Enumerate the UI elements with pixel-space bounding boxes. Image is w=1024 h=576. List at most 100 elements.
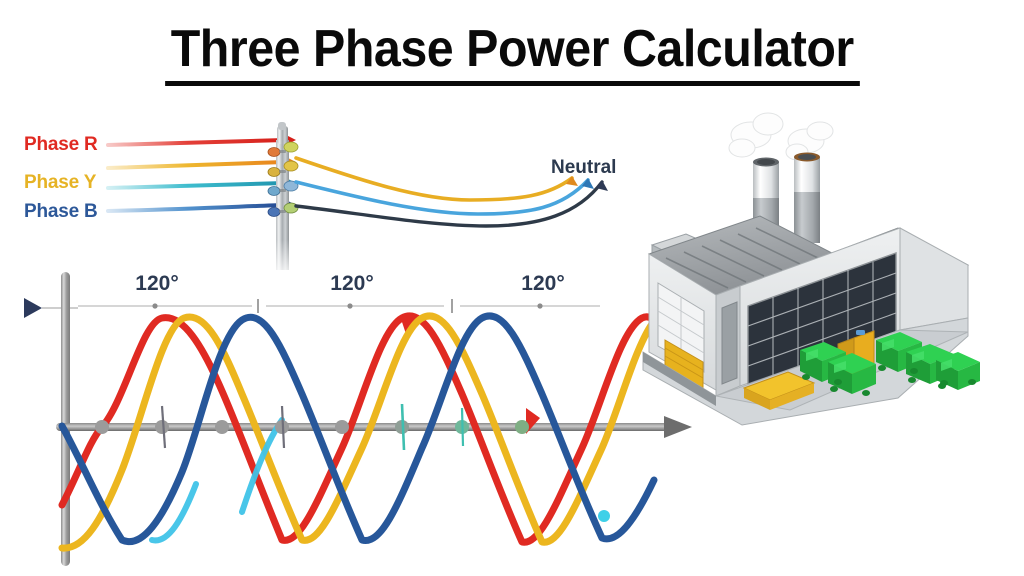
phase-b-label: Phase B (24, 201, 98, 222)
wire-out-yellow (294, 156, 574, 202)
crate-pallet (742, 371, 816, 401)
truck (876, 332, 922, 351)
wave-accent-cyan-1 (149, 481, 199, 544)
utility-pole (267, 122, 299, 280)
angle-bar-dot-2 (537, 303, 543, 309)
truck-wheels (802, 365, 976, 396)
front-facade (739, 227, 901, 387)
zero-node (395, 420, 409, 434)
front-wall-strip (715, 285, 741, 397)
truck (828, 353, 876, 374)
wave-r-arrow-2 (526, 408, 540, 434)
crate-pallet-side (744, 388, 770, 410)
wave-phase-y (58, 312, 656, 552)
wave-phase-b (58, 312, 658, 546)
smoke-icon (728, 112, 834, 161)
roof-right (830, 227, 970, 293)
axes-group (24, 272, 692, 566)
wire-phase-r (106, 138, 287, 147)
glass-garage-door (747, 252, 897, 385)
angle-label-0: 120° (135, 272, 179, 295)
left-door (657, 282, 705, 373)
angle-measure-group (78, 299, 600, 313)
overhead-line-group (106, 122, 608, 280)
factory-building (642, 112, 980, 426)
neutral-label: Neutral (551, 157, 617, 178)
horizontal-axis (56, 423, 670, 431)
roof-front-left (716, 253, 832, 305)
node-whisker (280, 405, 286, 449)
left-door-panes (657, 296, 705, 359)
glass-mullions (747, 262, 897, 375)
wave-accent-cyan-dot (598, 510, 610, 522)
wire-arrow-y (284, 156, 296, 168)
truck-body (828, 362, 852, 394)
crate-left-lines (664, 347, 704, 379)
wire-arrow-r (284, 134, 296, 146)
smokestack (753, 157, 779, 252)
truck-body-2 (852, 364, 876, 394)
angle-label-2: 120° (521, 272, 565, 295)
page-title: Three Phase Power Calculator (164, 21, 860, 87)
wave-phase-r (58, 312, 666, 546)
roof-vent-side (651, 244, 669, 265)
truck-body-2 (898, 342, 922, 372)
wire-out-dark (294, 180, 604, 228)
angle-bar-dot-0 (152, 303, 158, 309)
neutral-arrow-lightblue (582, 178, 594, 189)
neutral-arrow-dark (596, 180, 608, 191)
roof-front-right (832, 253, 900, 300)
zero-node (275, 420, 289, 434)
pole-insulators (267, 141, 299, 217)
title-block: Three Phase Power Calculator (0, 21, 1024, 87)
truck-body-2 (930, 354, 954, 384)
roof-seams (665, 227, 941, 289)
wire-arrow-b (284, 199, 296, 211)
truck (800, 342, 846, 361)
wire-phase-y (106, 160, 287, 170)
zero-node (215, 420, 229, 434)
zero-node (515, 420, 529, 434)
phase-y-label: Phase Y (24, 172, 97, 193)
ground-slab (642, 317, 969, 426)
zero-node (95, 420, 109, 434)
wire-phase-teal (106, 181, 287, 190)
truck-body-2 (958, 362, 980, 390)
truck-body (936, 360, 958, 390)
truck-body (876, 340, 898, 372)
angle-label-1: 120° (330, 272, 374, 295)
zero-node (455, 420, 469, 434)
crate-pallet-side2 (770, 383, 814, 410)
wave-r-arrow (400, 316, 418, 334)
zero-node (335, 420, 349, 434)
wave-accent-cyan-2 (239, 417, 285, 515)
wire-arrow-teal (284, 177, 296, 189)
angle-bar-dot-1 (347, 303, 353, 309)
crate-upright (853, 330, 875, 374)
truck-body (800, 350, 822, 382)
roof-vent-side2 (667, 240, 703, 265)
phase-r-label: Phase R (24, 134, 98, 155)
ground-slab-edge (643, 352, 716, 406)
truck (936, 352, 980, 371)
wire-phase-b (106, 203, 287, 213)
crate-upright-face (837, 337, 855, 380)
ground-slab-top (714, 329, 969, 411)
truck-group (800, 332, 980, 396)
crate-left (664, 339, 704, 389)
node-whisker (160, 405, 167, 449)
zero-node (155, 420, 169, 434)
truck-windows (806, 339, 952, 373)
crate-upright-cap (856, 330, 865, 335)
truck-body (906, 352, 930, 384)
node-whisker (460, 407, 465, 447)
wire-out-lightblue (294, 178, 590, 216)
truck (906, 344, 954, 364)
gable-left (648, 253, 717, 391)
truck-body-2 (822, 352, 846, 382)
waveform-group (58, 312, 666, 552)
node-whisker (400, 403, 406, 451)
vertical-axis (61, 272, 70, 566)
roof-left (647, 215, 834, 296)
